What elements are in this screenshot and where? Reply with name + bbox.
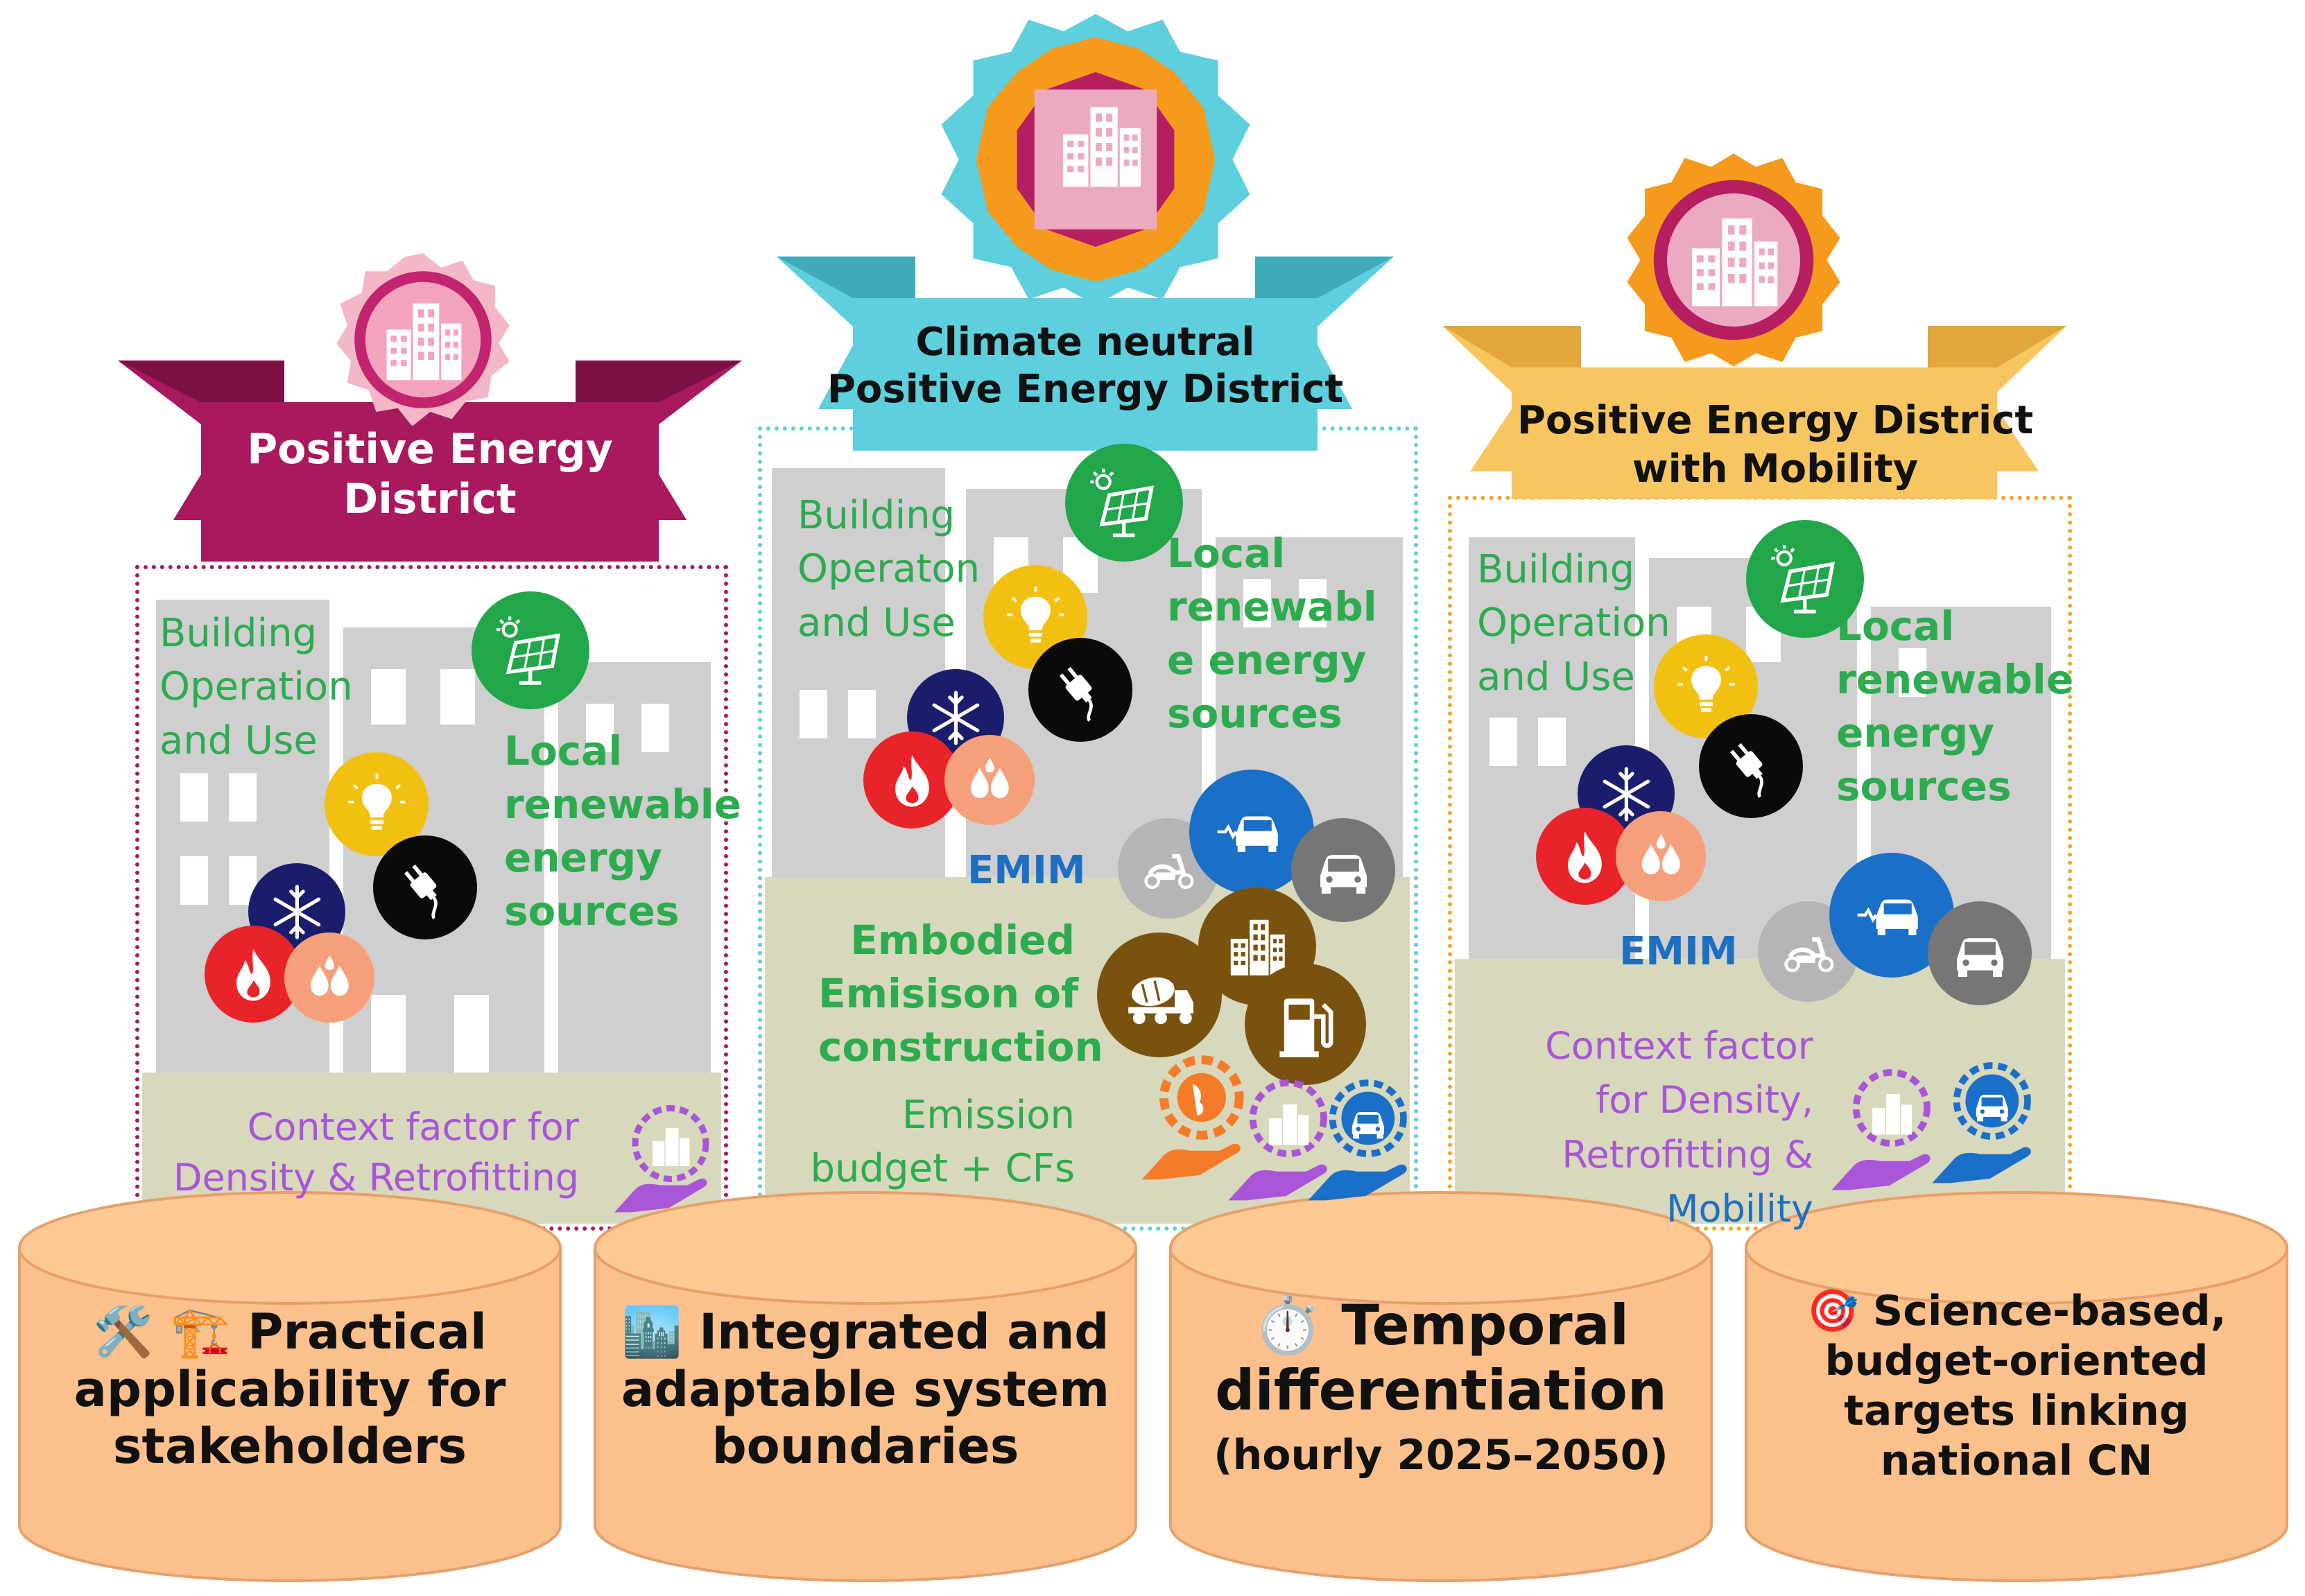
hand-car-icon: [1928, 1054, 2039, 1192]
plug-icon: [373, 835, 477, 939]
pillar-3: [1169, 1191, 1713, 1582]
hand-building-icon: [610, 1102, 714, 1220]
droplets-icon: [284, 933, 374, 1023]
pillar-4: [1745, 1191, 2288, 1582]
solar-panel-icon: [1065, 444, 1183, 562]
plug-icon: [1028, 638, 1132, 742]
hand-building-icon: [1827, 1061, 1938, 1199]
droplets-icon: [1616, 811, 1706, 901]
solar-panel-icon: [1746, 520, 1864, 638]
pillar-2: [594, 1191, 1137, 1582]
pedm-emim-label: EMIM: [1619, 929, 1738, 974]
pillar-1: [18, 1191, 562, 1582]
banner-ped: [118, 361, 742, 562]
plug-icon: [1699, 714, 1803, 818]
car-icon: [1291, 818, 1395, 922]
droplets-icon: [944, 735, 1035, 825]
concrete-mixer-icon: [1097, 933, 1222, 1057]
hand-car-icon: [1304, 1071, 1415, 1210]
flame-icon: [863, 731, 960, 829]
banner-cnped: [777, 257, 1394, 451]
cnped-emim-label: EMIM: [967, 848, 1086, 893]
badge-cnped: [941, 14, 1250, 305]
banner-pedm: [1442, 326, 2066, 499]
car-icon: [1928, 901, 2032, 1005]
badge-ped: [336, 253, 510, 426]
hand-globe-icon: [1137, 1050, 1248, 1189]
solar-panel-icon: [472, 591, 589, 709]
hand-building-icon: [1224, 1071, 1335, 1210]
badge-pedm: [1627, 153, 1840, 367]
fuel-pump-icon: [1245, 964, 1366, 1085]
